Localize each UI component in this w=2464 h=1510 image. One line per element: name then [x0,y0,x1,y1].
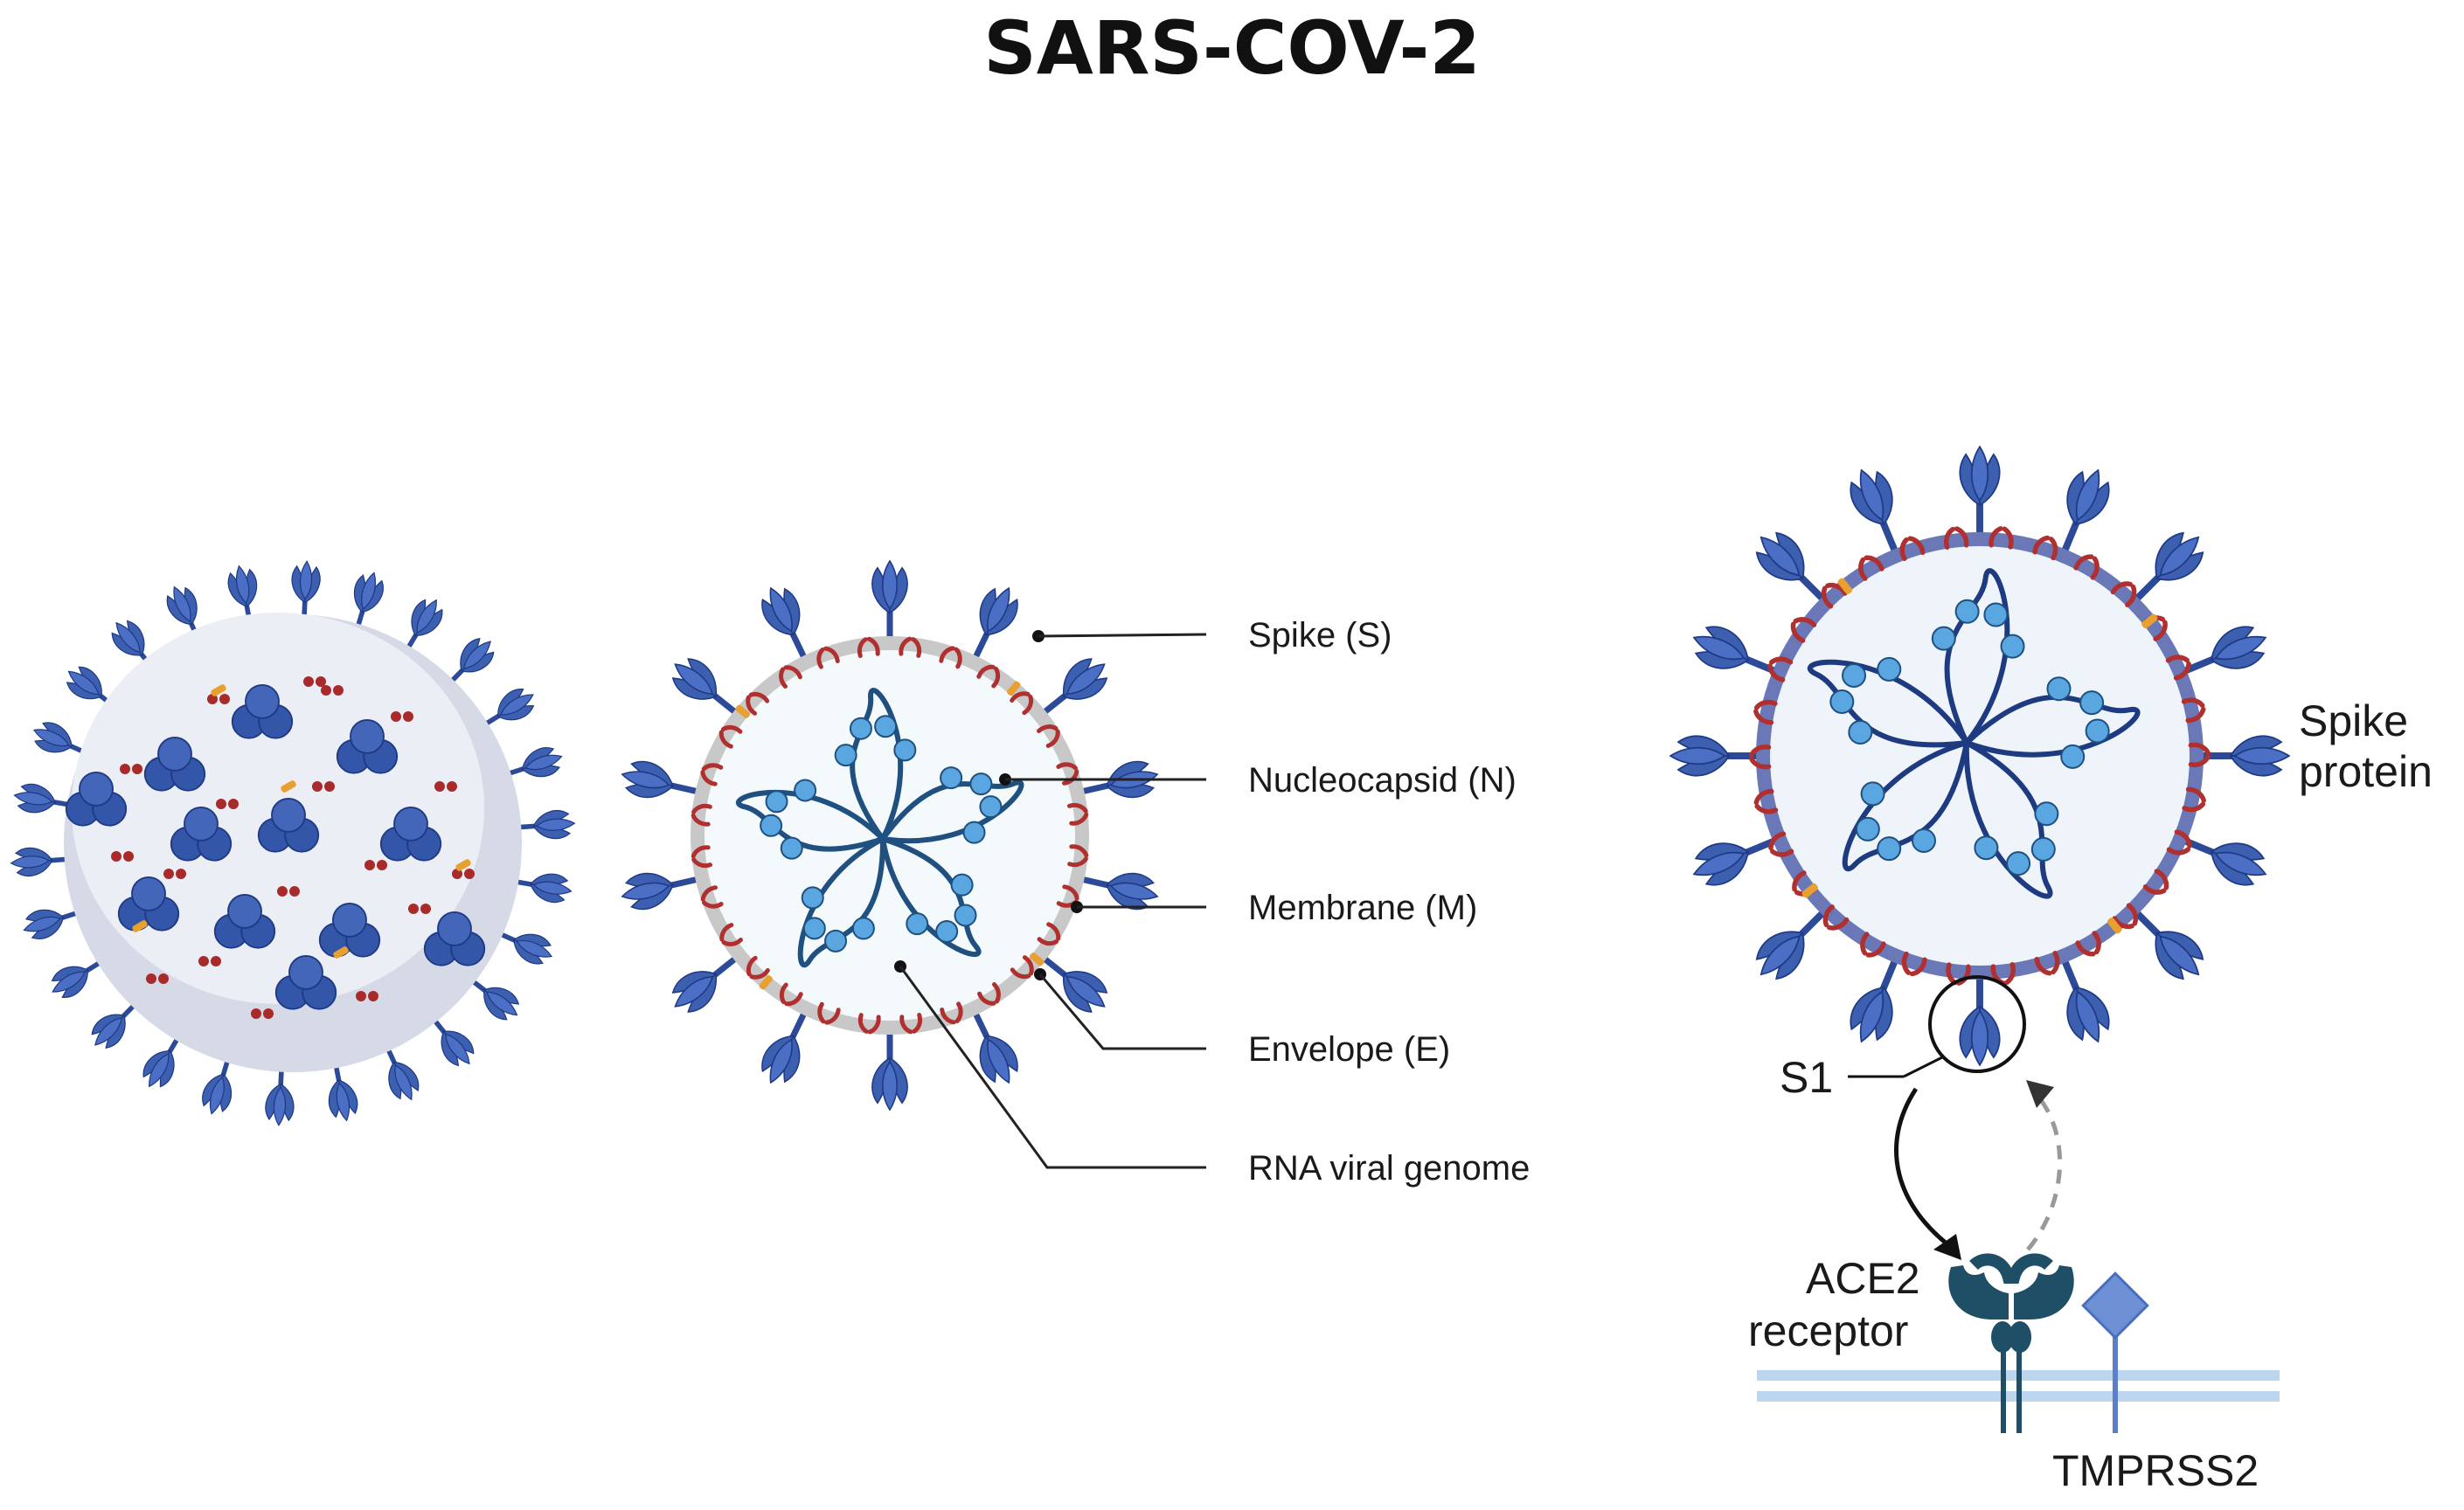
nucleocapsid-protein [1829,689,1855,714]
spike-icon [872,1029,907,1110]
ace2-receptor-icon [1948,1253,2074,1433]
nucleocapsid-protein [2006,851,2031,876]
nucleocapsid-protein [962,821,986,844]
label-ace2-line1: ACE2 [1806,1254,1920,1303]
nucleocapsid-protein [2046,676,2072,702]
nucleocapsid-protein [824,929,848,952]
callouts [894,630,1207,1169]
label-s1: S1 [1780,1053,1833,1102]
label-envelope: Envelope (E) [1248,1030,1450,1069]
nucleocapsid-protein [802,917,826,940]
nucleocapsid-protein [1983,602,2009,627]
nucleocapsid-protein [849,717,872,740]
nucleocapsid-protein [1954,599,1980,624]
nucleocapsid-protein [979,795,1003,819]
nucleocapsid-protein [851,917,875,940]
nucleocapsid-protein [950,873,974,897]
spike-icon [1075,758,1162,810]
virus-receptor-binding [1670,447,2289,1065]
spike-icon [1670,736,1761,775]
spike-icon [872,561,907,641]
nucleocapsid-protein [906,912,929,936]
label-spike-protein-line2: protein [2299,747,2433,796]
nucleocapsid-protein [2034,801,2059,827]
nucleocapsid-protein [893,738,917,762]
spike-icon [618,862,704,914]
nucleocapsid-protein [2000,634,2025,659]
nucleocapsid-protein [1842,662,1867,688]
nucleocapsid-protein [2060,744,2086,769]
nucleocapsid-protein [1855,816,1880,842]
nucleocapsid-protein [765,790,788,814]
nucleocapsid-protein [2085,718,2110,744]
nucleocapsid-protein [794,779,817,802]
nucleocapsid-protein [940,766,963,790]
nucleocapsid-protein [969,772,993,796]
nucleocapsid-protein [801,886,824,910]
virus-cross-section [618,561,1161,1110]
diagram-title: SARS-COV-2 [983,5,1481,91]
label-spike-protein-line1: Spike [2299,696,2408,745]
label-tmprss2: TMPRSS2 [2052,1446,2259,1495]
nucleocapsid-protein [1877,836,1902,862]
tmprss2-icon [2081,1271,2149,1433]
nucleocapsid-protein [954,904,977,927]
nucleocapsid-protein [2030,836,2056,862]
spike-icon [1960,974,1999,1065]
nucleocapsid-protein [1860,781,1885,807]
label-spike: Spike (S) [1248,616,1392,655]
nucleocapsid-protein [874,715,898,738]
label-ace2-line2: receptor [1748,1306,1908,1355]
nucleocapsid-protein [2079,690,2105,716]
nucleocapsid-protein [1911,828,1936,854]
virus-3d [10,560,576,1126]
nucleocapsid-protein [780,836,803,860]
s1-highlight [1928,975,2026,1073]
nucleocapsid-protein [834,744,857,767]
label-rna-genome: RNA viral genome [1248,1149,1530,1188]
label-membrane: Membrane (M) [1248,889,1477,927]
nucleocapsid-protein [1931,626,1956,651]
nucleocapsid-protein [760,814,783,837]
label-nucleocapsid: Nucleocapsid (N) [1248,761,1517,800]
spike-icon [1960,447,1999,537]
nucleocapsid-protein [1974,835,1999,861]
nucleocapsid-protein [1848,719,1873,745]
binding-arrow [1894,1087,1956,1252]
cleavage-arrow [2026,1091,2063,1251]
spike-icon [2198,736,2289,775]
spike-icon [618,758,704,810]
nucleocapsid-protein [935,919,959,943]
nucleocapsid-protein [1877,656,1902,682]
